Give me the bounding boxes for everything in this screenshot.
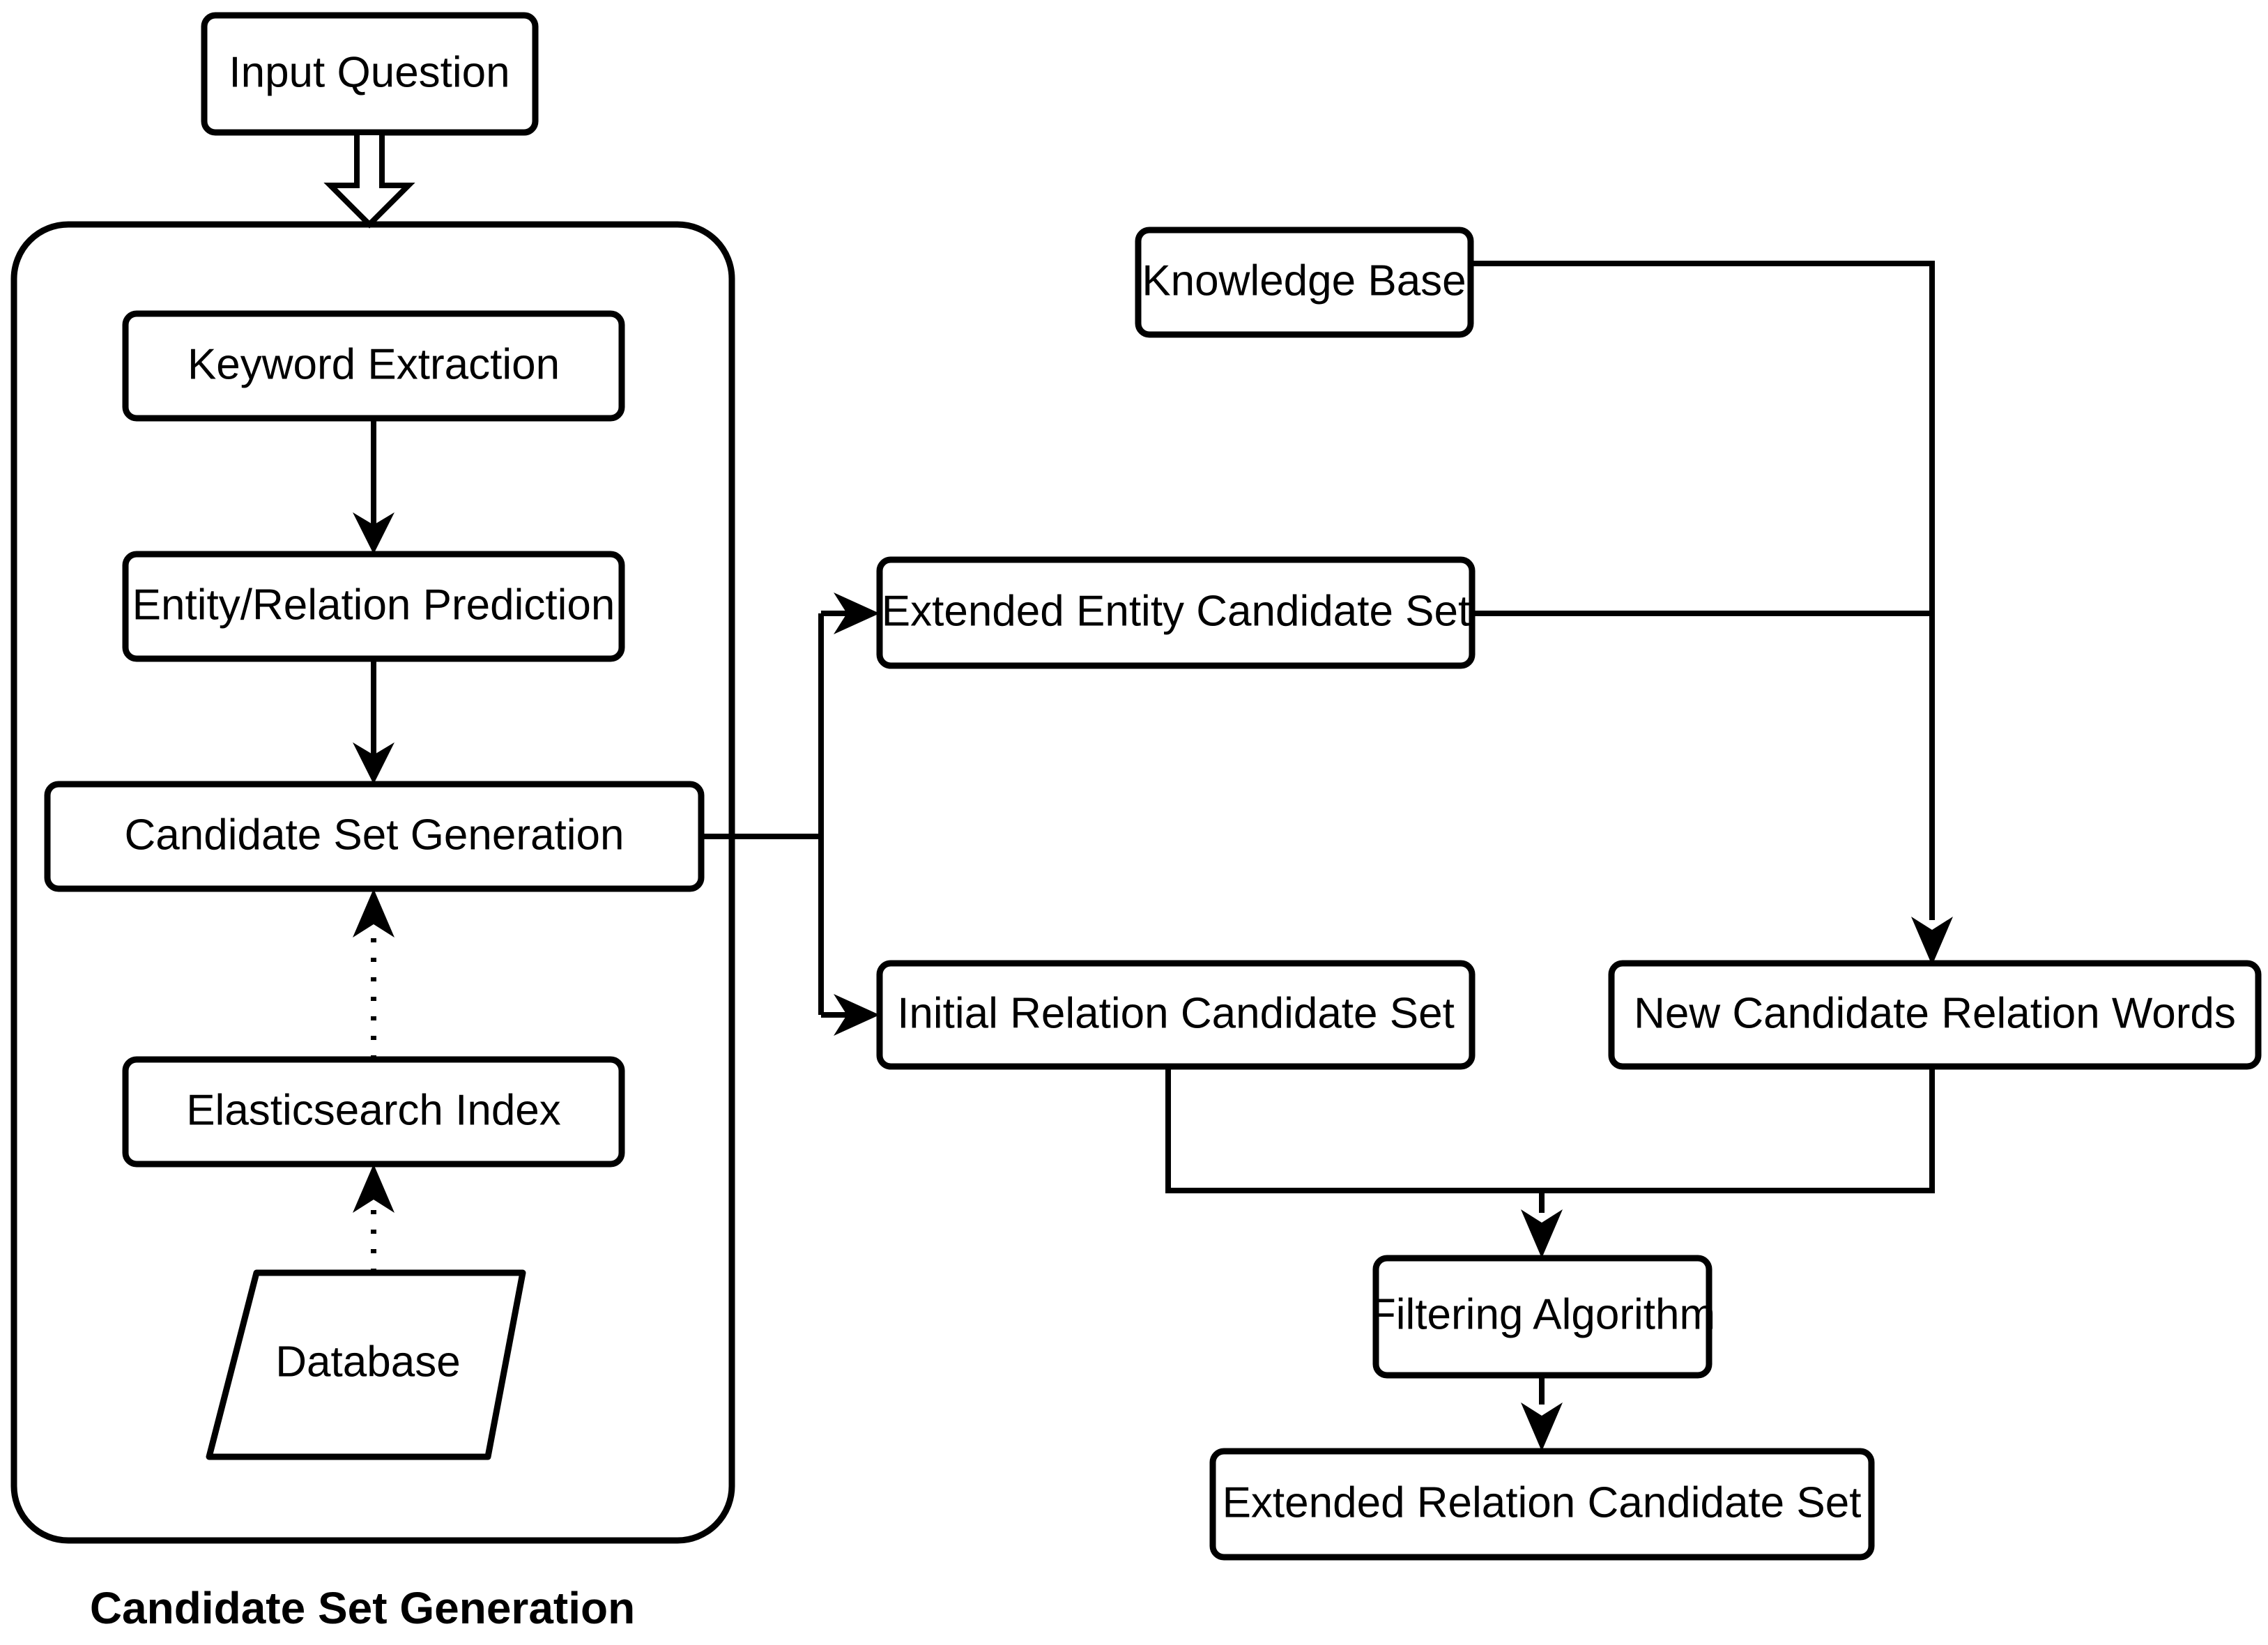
extended-entity-candidate-set-label: Extended Entity Candidate Set	[882, 587, 1470, 635]
node-input-question[interactable]: Input Question	[201, 12, 539, 136]
edge-entity-relation-to-candidate-set	[353, 659, 394, 784]
keyword-extraction-label: Keyword Extraction	[187, 340, 560, 388]
node-extended-entity-candidate-set[interactable]: Extended Entity Candidate Set	[876, 556, 1476, 669]
node-elasticsearch-index[interactable]: Elasticsearch Index	[122, 1056, 625, 1168]
node-candidate-set-generation[interactable]: Candidate Set Generation	[44, 781, 705, 892]
node-extended-relation-candidate-set[interactable]: Extended Relation Candidate Set	[1209, 1448, 1875, 1561]
edge-database-to-elasticsearch	[353, 1164, 394, 1273]
edge-elasticsearch-to-candidate-set	[353, 889, 394, 1059]
node-database[interactable]: Database	[206, 1269, 526, 1460]
knowledge-base-label: Knowledge Base	[1142, 257, 1466, 305]
database-label: Database	[275, 1338, 460, 1386]
extended-relation-candidate-set-box[interactable]	[1209, 1448, 1875, 1561]
knowledge-base-box[interactable]	[1135, 227, 1474, 338]
database-shape[interactable]	[206, 1269, 526, 1460]
initial-relation-candidate-set-box[interactable]	[876, 960, 1476, 1070]
edge-input-question-to-group	[323, 130, 415, 229]
group-caption: Candidate Set Generation	[90, 1583, 635, 1633]
new-candidate-relation-words-label: New Candidate Relation Words	[1634, 989, 2236, 1037]
node-knowledge-base[interactable]: Knowledge Base	[1135, 227, 1474, 338]
edge-keyword-to-entity-relation	[353, 418, 394, 554]
candidate-set-generation-label: Candidate Set Generation	[125, 811, 625, 859]
extended-relation-candidate-set-label: Extended Relation Candidate Set	[1223, 1478, 1862, 1527]
edge-candidate-set-split	[701, 592, 880, 1036]
entity-relation-prediction-label: Entity/Relation Prediction	[132, 581, 615, 629]
filtering-algorithm-label: Filtering Algorithm	[1370, 1290, 1715, 1338]
node-keyword-extraction[interactable]: Keyword Extraction	[122, 310, 625, 422]
input-question-label: Input Question	[229, 48, 509, 96]
edge-merge-to-filtering-algorithm	[1165, 1066, 1935, 1258]
elasticsearch-index-label: Elasticsearch Index	[186, 1086, 561, 1134]
node-filtering-algorithm[interactable]: Filtering Algorithm	[1370, 1255, 1715, 1379]
edge-filtering-to-extended-relation	[1521, 1375, 1563, 1451]
initial-relation-candidate-set-label: Initial Relation Candidate Set	[897, 989, 1455, 1037]
node-initial-relation-candidate-set[interactable]: Initial Relation Candidate Set	[876, 960, 1476, 1070]
node-entity-relation-prediction[interactable]: Entity/Relation Prediction	[122, 551, 625, 662]
node-new-candidate-relation-words[interactable]: New Candidate Relation Words	[1608, 960, 2262, 1070]
edge-knowledge-base-to-new-candidate-relation-words	[1471, 261, 1953, 965]
